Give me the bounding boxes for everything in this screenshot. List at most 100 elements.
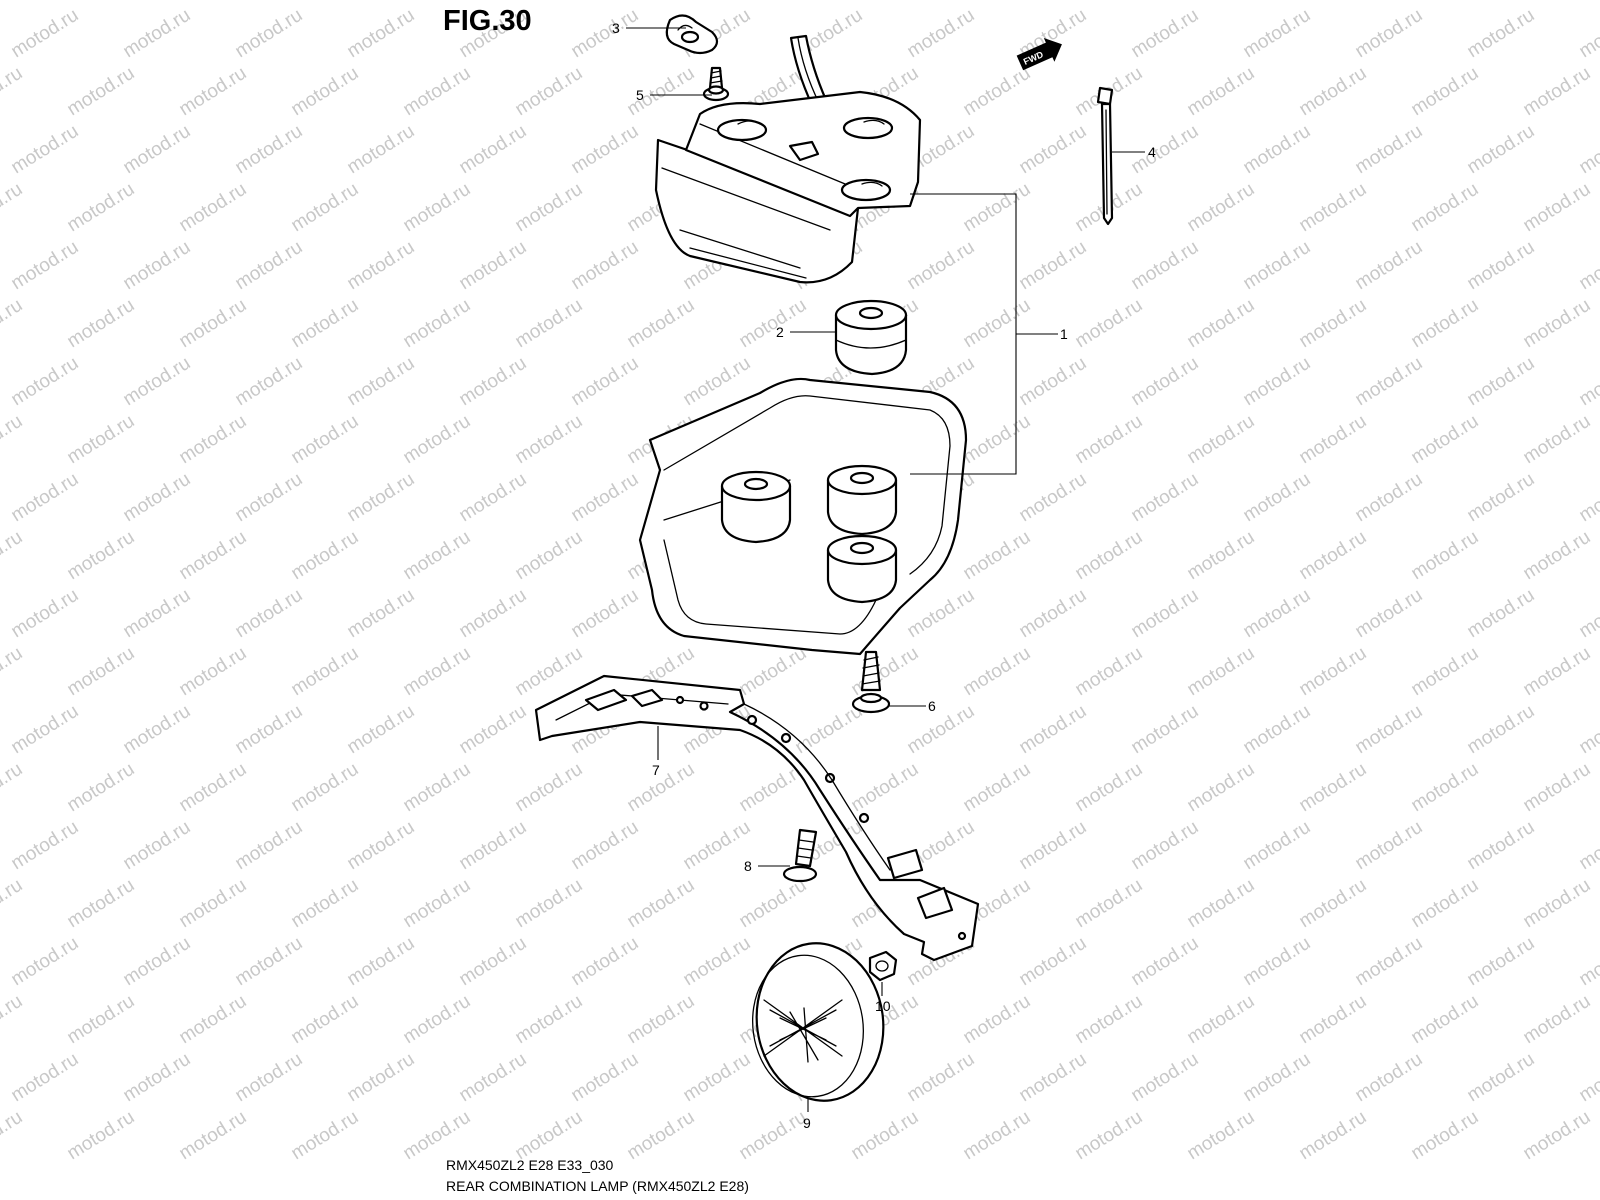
watermark-text: motod.ru xyxy=(904,701,979,759)
watermark-text: motod.ru xyxy=(1072,643,1147,701)
callout-6: 6 xyxy=(928,698,936,714)
watermark-text: motod.ru xyxy=(1072,759,1147,817)
callout-5: 5 xyxy=(636,87,644,103)
watermark-text: motod.ru xyxy=(1240,933,1315,991)
watermark-text: motod.ru xyxy=(344,817,419,875)
callout-4: 4 xyxy=(1148,144,1156,160)
watermark-text: motod.ru xyxy=(176,63,251,121)
watermark-text: motod.ru xyxy=(904,5,979,63)
watermark-text: motod.ru xyxy=(1576,817,1600,875)
watermark-text: motod.ru xyxy=(1408,295,1483,353)
watermark-text: motod.ru xyxy=(1240,5,1315,63)
watermark-text: motod.ru xyxy=(1520,643,1595,701)
watermark-text: motod.ru xyxy=(120,933,195,991)
watermark-text: motod.ru xyxy=(1352,585,1427,643)
caption-title: REAR COMBINATION LAMP (RMX450ZL2 E28) xyxy=(446,1178,749,1194)
watermark-text: motod.ru xyxy=(1128,585,1203,643)
watermark-text: motod.ru xyxy=(960,759,1035,817)
watermark-text: motod.ru xyxy=(1464,121,1539,179)
cushion-part-2 xyxy=(834,299,908,376)
watermark-text: motod.ru xyxy=(624,1107,699,1165)
watermark-text: motod.ru xyxy=(1184,1107,1259,1165)
watermark-text: motod.ru xyxy=(1408,643,1483,701)
watermark-text: motod.ru xyxy=(400,527,475,585)
watermark-text: motod.ru xyxy=(0,295,26,353)
watermark-text: motod.ru xyxy=(400,63,475,121)
watermark-text: motod.ru xyxy=(1576,5,1600,63)
watermark-text: motod.ru xyxy=(8,121,83,179)
watermark-text: motod.ru xyxy=(736,643,811,701)
watermark-text: motod.ru xyxy=(1576,1049,1600,1107)
watermark-text: motod.ru xyxy=(568,817,643,875)
watermark-text: motod.ru xyxy=(1184,63,1259,121)
watermark-text: motod.ru xyxy=(232,469,307,527)
lamp-unit xyxy=(654,90,922,284)
watermark-text: motod.ru xyxy=(120,469,195,527)
watermark-text: motod.ru xyxy=(8,585,83,643)
watermark-text: motod.ru xyxy=(1184,179,1259,237)
callout-9: 9 xyxy=(803,1115,811,1131)
watermark-text: motod.ru xyxy=(8,237,83,295)
watermark-text: motod.ru xyxy=(568,237,643,295)
watermark-text: motod.ru xyxy=(176,295,251,353)
screw-part-6 xyxy=(851,650,891,714)
watermark-text: motod.ru xyxy=(400,875,475,933)
watermark-text: motod.ru xyxy=(232,121,307,179)
watermark-text: motod.ru xyxy=(1128,701,1203,759)
watermark-text: motod.ru xyxy=(1128,121,1203,179)
watermark-text: motod.ru xyxy=(568,353,643,411)
watermark-text: motod.ru xyxy=(1072,295,1147,353)
leader-lines xyxy=(626,27,1145,1112)
watermark-text: motod.ru xyxy=(0,1107,26,1165)
watermark-text: motod.ru xyxy=(960,179,1035,237)
watermark-text: motod.ru xyxy=(568,469,643,527)
watermark-text: motod.ru xyxy=(456,237,531,295)
watermark-text: motod.ru xyxy=(400,1107,475,1165)
watermark-text: motod.ru xyxy=(1464,1049,1539,1107)
watermark-text: motod.ru xyxy=(1408,991,1483,1049)
watermark-text: motod.ru xyxy=(1464,585,1539,643)
nut-part-10 xyxy=(868,950,898,982)
watermark-text: motod.ru xyxy=(960,63,1035,121)
watermark-text: motod.ru xyxy=(1408,63,1483,121)
watermark-text: motod.ru xyxy=(232,817,307,875)
watermark-text: motod.ru xyxy=(1408,527,1483,585)
watermark-text: motod.ru xyxy=(456,817,531,875)
watermark-text: motod.ru xyxy=(624,991,699,1049)
watermark-text: motod.ru xyxy=(456,353,531,411)
watermark-text: motod.ru xyxy=(1464,701,1539,759)
watermark-text: motod.ru xyxy=(288,411,363,469)
watermark-text: motod.ru xyxy=(1296,759,1371,817)
watermark-text: motod.ru xyxy=(1408,875,1483,933)
fwd-arrow-icon: FWD xyxy=(1016,38,1062,71)
watermark-text: motod.ru xyxy=(64,179,139,237)
watermark-text: motod.ru xyxy=(1016,585,1091,643)
watermark-text: motod.ru xyxy=(1240,237,1315,295)
watermark-text: motod.ru xyxy=(568,585,643,643)
watermark-text: motod.ru xyxy=(1520,411,1595,469)
watermark-text: motod.ru xyxy=(1576,469,1600,527)
watermark-text: motod.ru xyxy=(400,411,475,469)
watermark-text: motod.ru xyxy=(1408,759,1483,817)
watermark-text: motod.ru xyxy=(624,63,699,121)
watermark-text: motod.ru xyxy=(120,5,195,63)
watermark-text: motod.ru xyxy=(1576,353,1600,411)
watermark-text: motod.ru xyxy=(344,469,419,527)
watermark-text: motod.ru xyxy=(736,295,811,353)
watermark-text: motod.ru xyxy=(1016,237,1091,295)
watermark-text: motod.ru xyxy=(288,295,363,353)
watermark-text: motod.ru xyxy=(960,295,1035,353)
watermark-text: motod.ru xyxy=(960,1107,1035,1165)
watermark-text: motod.ru xyxy=(1072,1107,1147,1165)
watermark-text: motod.ru xyxy=(456,933,531,991)
watermark-text: motod.ru xyxy=(232,585,307,643)
watermark-text: motod.ru xyxy=(456,469,531,527)
watermark-text: motod.ru xyxy=(8,353,83,411)
watermark-text: motod.ru xyxy=(1352,1049,1427,1107)
clamp-part-3 xyxy=(665,14,719,55)
watermark-text: motod.ru xyxy=(512,991,587,1049)
watermark-text: motod.ru xyxy=(1128,469,1203,527)
watermark-text: motod.ru xyxy=(1352,5,1427,63)
watermark-text: motod.ru xyxy=(1240,817,1315,875)
watermark-text: motod.ru xyxy=(64,1107,139,1165)
